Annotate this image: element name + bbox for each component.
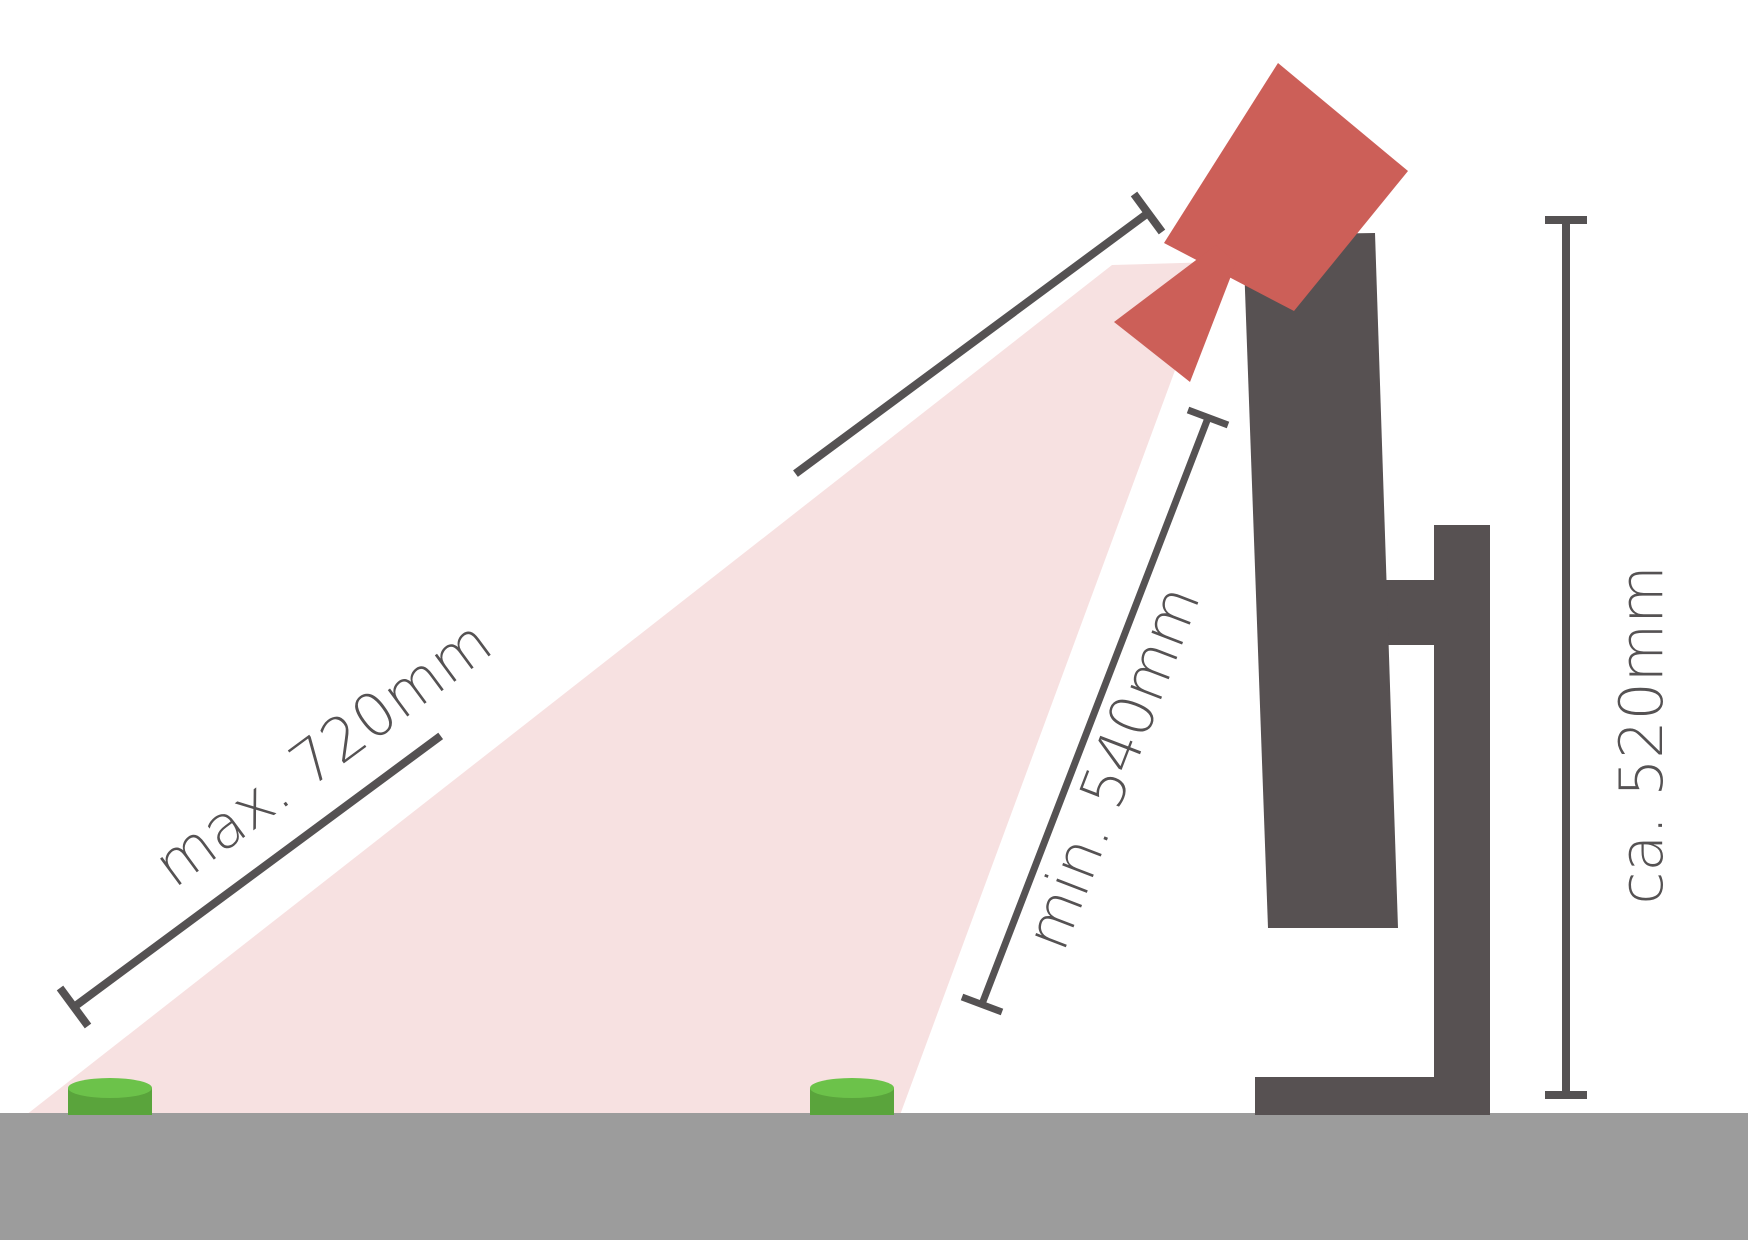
camera-field-of-view (26, 262, 1215, 1115)
floor (0, 1113, 1748, 1240)
camera-lens (1114, 245, 1236, 382)
stand-arm (1243, 233, 1398, 928)
marker-left (68, 1078, 152, 1115)
max-distance-label-gap (435, 467, 800, 741)
min-distance-dimension (960, 406, 1230, 1016)
stand-foot (1255, 1077, 1490, 1115)
height-label: ca. 520mm (1607, 565, 1677, 904)
marker-right (810, 1078, 894, 1115)
height-dimension (1545, 216, 1587, 1099)
camera-head (1164, 63, 1408, 311)
